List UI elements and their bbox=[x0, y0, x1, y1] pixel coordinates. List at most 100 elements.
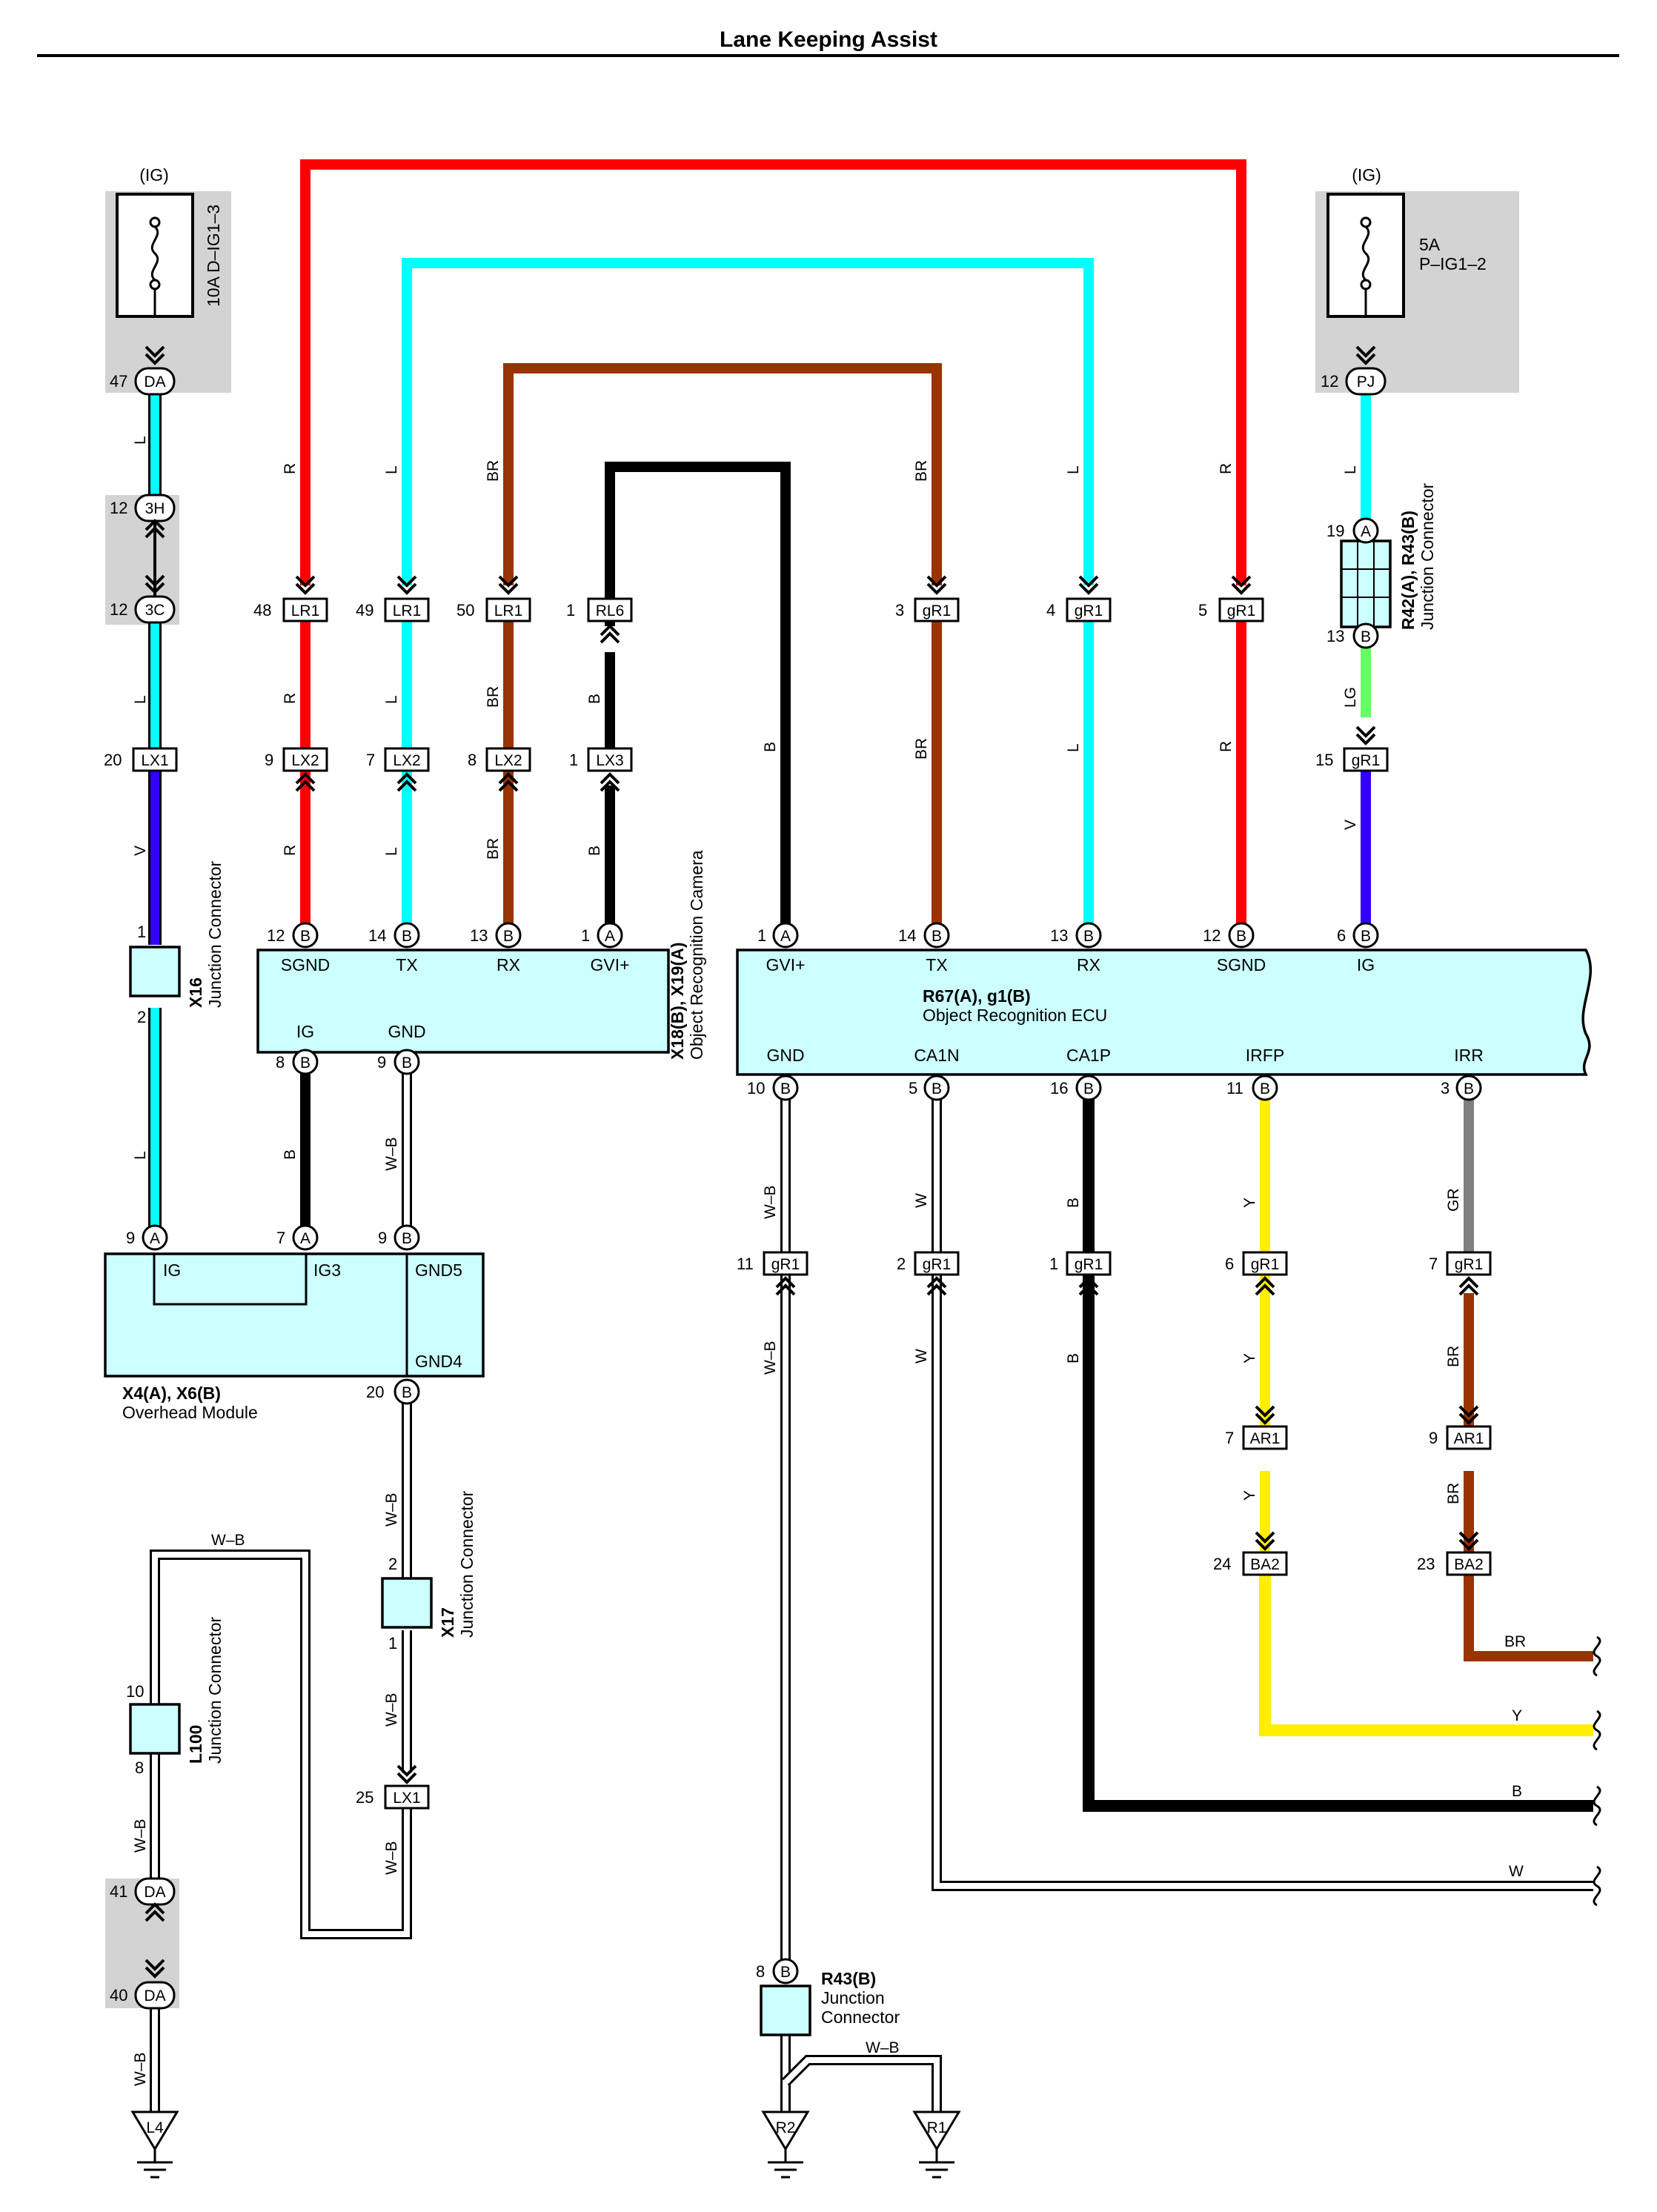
ecu-name: Object Recognition ECU bbox=[923, 1006, 1107, 1025]
svg-text:L: L bbox=[132, 436, 149, 445]
wire-break-icon bbox=[1593, 1710, 1601, 1751]
r43-name1: Junction bbox=[821, 1988, 885, 2007]
svg-text:R: R bbox=[282, 845, 299, 856]
svg-text:BA2: BA2 bbox=[1454, 1556, 1484, 1573]
jc-r43 bbox=[760, 1985, 811, 2036]
jc-x16 bbox=[129, 946, 181, 997]
svg-text:B: B bbox=[282, 1149, 299, 1160]
svg-text:B: B bbox=[300, 928, 311, 945]
wire-break-icon bbox=[1593, 1865, 1601, 1907]
svg-text:TX: TX bbox=[396, 955, 417, 974]
svg-text:AR1: AR1 bbox=[1454, 1430, 1484, 1447]
svg-text:12: 12 bbox=[267, 926, 285, 945]
svg-text:L: L bbox=[1065, 465, 1082, 474]
svg-text:B: B bbox=[1361, 928, 1371, 945]
svg-text:RX: RX bbox=[1077, 955, 1100, 974]
svg-text:IRR: IRR bbox=[1454, 1046, 1484, 1065]
svg-text:L: L bbox=[132, 695, 149, 704]
svg-text:1: 1 bbox=[137, 923, 146, 941]
svg-text:R: R bbox=[282, 693, 299, 704]
ecu-pin-labels: GVI+ TX RX SGND IG GND CA1N CA1P IRFP IR… bbox=[766, 955, 1483, 1065]
svg-text:Y: Y bbox=[1241, 1490, 1258, 1501]
svg-text:1: 1 bbox=[757, 926, 766, 945]
r42-name: Junction Connector bbox=[1418, 482, 1437, 630]
svg-text:W–B: W–B bbox=[211, 1532, 245, 1549]
svg-text:B: B bbox=[1065, 1353, 1082, 1364]
svg-text:47: 47 bbox=[110, 372, 127, 391]
svg-text:3C: 3C bbox=[145, 602, 165, 619]
pin-numbers: 47 12 12 12 48 49 50 1 3 4 5 19 13 20 9 … bbox=[104, 372, 1450, 2005]
svg-text:19: 19 bbox=[1326, 522, 1344, 540]
svg-text:9: 9 bbox=[126, 1229, 135, 1247]
svg-text:SGND: SGND bbox=[1217, 955, 1266, 974]
svg-text:40: 40 bbox=[110, 1986, 127, 2005]
svg-text:9: 9 bbox=[1429, 1429, 1438, 1447]
svg-text:3: 3 bbox=[1441, 1079, 1450, 1097]
svg-text:BR: BR bbox=[1445, 1346, 1462, 1367]
svg-text:4: 4 bbox=[1046, 601, 1055, 620]
svg-text:B: B bbox=[1260, 1080, 1270, 1097]
svg-text:R1: R1 bbox=[927, 2119, 947, 2136]
svg-text:W: W bbox=[913, 1349, 930, 1364]
svg-text:IG3: IG3 bbox=[313, 1261, 341, 1280]
svg-text:Y: Y bbox=[1512, 1707, 1522, 1724]
svg-text:R: R bbox=[1218, 463, 1235, 474]
svg-text:gR1: gR1 bbox=[1227, 602, 1256, 620]
wire-codes: L L V L R L BR BR L R L R L BR B B BR L … bbox=[132, 436, 1526, 2086]
svg-text:3: 3 bbox=[895, 601, 904, 620]
svg-text:11: 11 bbox=[737, 1255, 754, 1273]
svg-text:11: 11 bbox=[1226, 1079, 1243, 1097]
svg-text:gR1: gR1 bbox=[1455, 1256, 1484, 1273]
svg-text:A: A bbox=[605, 928, 615, 945]
svg-text:V: V bbox=[132, 846, 149, 856]
svg-text:B: B bbox=[402, 1054, 412, 1072]
ecu-box bbox=[736, 949, 1593, 1076]
svg-text:CA1P: CA1P bbox=[1066, 1046, 1111, 1065]
svg-text:14: 14 bbox=[368, 926, 386, 945]
svg-text:IRFP: IRFP bbox=[1246, 1046, 1284, 1065]
svg-text:BR: BR bbox=[485, 460, 502, 482]
svg-text:W–B: W–B bbox=[132, 2052, 149, 2086]
svg-text:8: 8 bbox=[756, 1962, 765, 1981]
svg-text:gR1: gR1 bbox=[771, 1256, 800, 1273]
svg-text:25: 25 bbox=[356, 1788, 373, 1807]
ig-label-right: (IG) bbox=[1352, 165, 1381, 185]
svg-text:15: 15 bbox=[1315, 751, 1333, 769]
svg-text:gR1: gR1 bbox=[923, 602, 952, 620]
svg-text:B: B bbox=[503, 928, 514, 945]
svg-text:20: 20 bbox=[104, 751, 122, 769]
x17-name: Junction Connector bbox=[457, 1490, 476, 1638]
svg-text:GVI+: GVI+ bbox=[766, 955, 805, 974]
svg-text:R: R bbox=[1218, 741, 1235, 752]
svg-text:B: B bbox=[762, 742, 779, 752]
svg-text:DA: DA bbox=[144, 373, 165, 391]
fuse-left-label: 10A D–IG1–3 bbox=[204, 205, 223, 307]
pin-terminals: B B B A B B A B B B B B B B B B A A B B … bbox=[142, 517, 1482, 1985]
page-title: Lane Keeping Assist bbox=[720, 27, 937, 52]
svg-text:GR: GR bbox=[1445, 1189, 1462, 1212]
svg-text:W–B: W–B bbox=[383, 1492, 400, 1527]
svg-text:AR1: AR1 bbox=[1250, 1430, 1281, 1447]
fuse-right-amp: 5A bbox=[1419, 235, 1441, 254]
svg-text:49: 49 bbox=[356, 601, 373, 620]
ground-r2: R2 bbox=[762, 2110, 809, 2179]
svg-text:9: 9 bbox=[377, 1053, 386, 1072]
svg-text:A: A bbox=[150, 1230, 160, 1247]
svg-text:LR1: LR1 bbox=[393, 602, 422, 620]
svg-text:L: L bbox=[132, 1151, 149, 1160]
svg-text:1: 1 bbox=[1049, 1255, 1058, 1273]
svg-text:gR1: gR1 bbox=[1352, 752, 1381, 769]
svg-text:W–B: W–B bbox=[383, 1841, 400, 1875]
svg-text:6: 6 bbox=[1337, 926, 1346, 945]
svg-text:14: 14 bbox=[898, 926, 916, 945]
svg-text:Y: Y bbox=[1241, 1198, 1258, 1208]
svg-text:W: W bbox=[1509, 1863, 1524, 1880]
fuse-right-name: P–IG1–2 bbox=[1419, 254, 1487, 273]
svg-text:Y: Y bbox=[1241, 1353, 1258, 1364]
camera-box bbox=[256, 949, 670, 1054]
svg-text:BR: BR bbox=[485, 838, 502, 860]
svg-text:1: 1 bbox=[388, 1634, 397, 1653]
svg-text:48: 48 bbox=[253, 601, 271, 620]
svg-text:BR: BR bbox=[1504, 1633, 1526, 1650]
